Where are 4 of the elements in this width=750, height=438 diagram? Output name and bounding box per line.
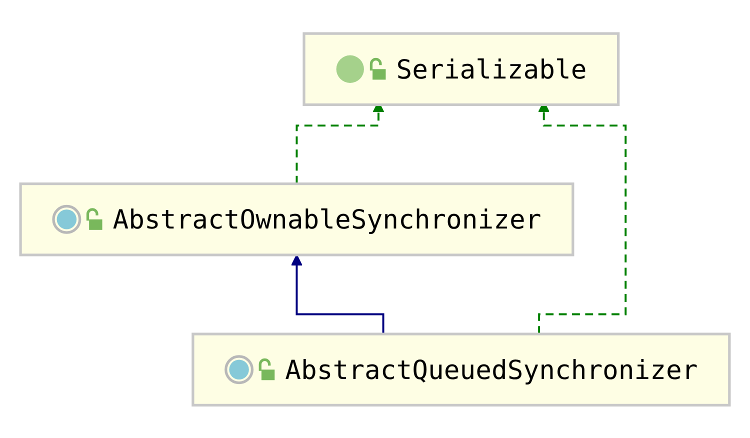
node-box: AbstractQueuedSynchronizer xyxy=(192,332,731,406)
arrow xyxy=(290,254,384,334)
node-box: Serializable xyxy=(302,32,620,106)
node-box: AbstractOwnableSynchronizer xyxy=(19,182,574,256)
